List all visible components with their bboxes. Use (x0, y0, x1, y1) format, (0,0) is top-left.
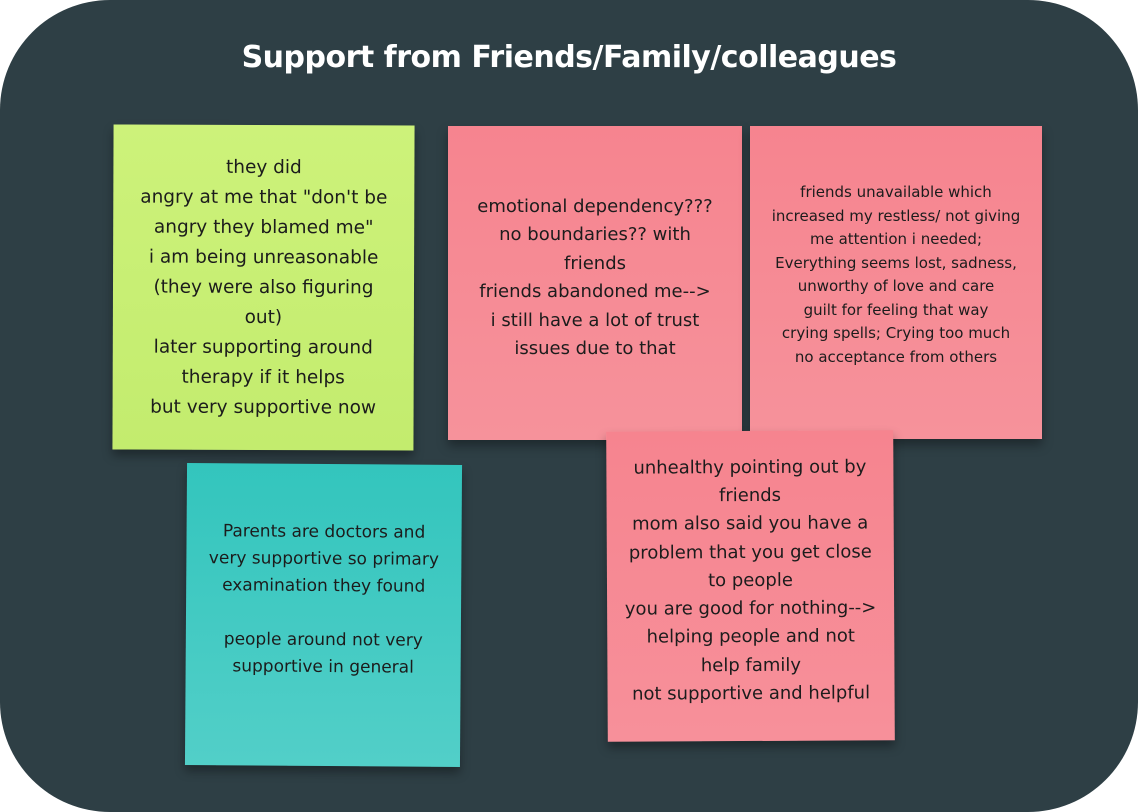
note-line: guilt for feeling that way (803, 300, 989, 319)
note-line: friends (563, 252, 627, 274)
sticky-note-pink-unhealthy-pointing[interactable]: unhealthy pointing out by friends mom al… (606, 430, 895, 742)
sticky-note-teal[interactable]: Parents are doctors and very supportive … (184, 463, 463, 767)
note-line: to people (708, 569, 793, 592)
note-line: me attention i needed; (809, 230, 983, 248)
note-line: examination they found (222, 575, 426, 597)
sticky-note-green[interactable]: they did angry at me that "don't be angr… (112, 124, 415, 451)
note-line: help family (700, 654, 802, 676)
note-line: they did (225, 156, 302, 178)
note-line: unworthy of love and care (797, 277, 995, 295)
note-line: i am being unreasonable (148, 246, 379, 268)
note-line: therapy if it helps (181, 366, 345, 388)
note-line: very supportive so primary (208, 548, 440, 570)
note-line: angry at me that "don't be (140, 186, 388, 208)
board-title: Support from Friends/Family/colleagues (241, 40, 897, 75)
note-line: Everything seems lost, sadness, (775, 253, 1017, 272)
sticky-note-pink-emotional-dependency[interactable]: emotional dependency??? no boundaries?? … (448, 126, 742, 440)
note-line: problem that you get close (628, 540, 872, 564)
note-line: increased my restless/ not giving (771, 206, 1021, 225)
note-line: i still have a lot of trust (490, 309, 700, 331)
note-line: emotional dependency??? (477, 195, 713, 217)
note-line: out) (244, 306, 283, 328)
note-line: you are good for nothing--> (624, 597, 877, 620)
note-line: mom also said you have a (632, 512, 869, 535)
note-line: crying spells; Crying too much (781, 324, 1011, 342)
note-line: supportive in general (232, 656, 414, 678)
note-line: not supportive and helpful (632, 682, 871, 705)
note-line: issues due to that (514, 338, 676, 359)
note-line: no acceptance from others (794, 347, 998, 366)
note-line: people around not very (223, 629, 423, 651)
note-line: (they were also figuring (153, 276, 374, 298)
note-line: friends unavailable which (800, 183, 992, 201)
note-line: friends abandoned me--> (479, 281, 711, 302)
note-line: angry they blamed me" (153, 216, 374, 238)
note-line: unhealthy pointing out by (633, 456, 867, 479)
note-line: Parents are doctors and (222, 521, 426, 543)
sticky-note-pink-friends-unavailable[interactable]: friends unavailable which increased my r… (750, 126, 1042, 439)
note-line: no boundaries?? with (499, 224, 691, 245)
note-line (321, 600, 327, 627)
note-line: later supporting around (153, 336, 373, 358)
note-line: but very supportive now (150, 396, 377, 418)
note-line: friends (718, 484, 782, 507)
note-line: helping people and not (646, 625, 855, 648)
